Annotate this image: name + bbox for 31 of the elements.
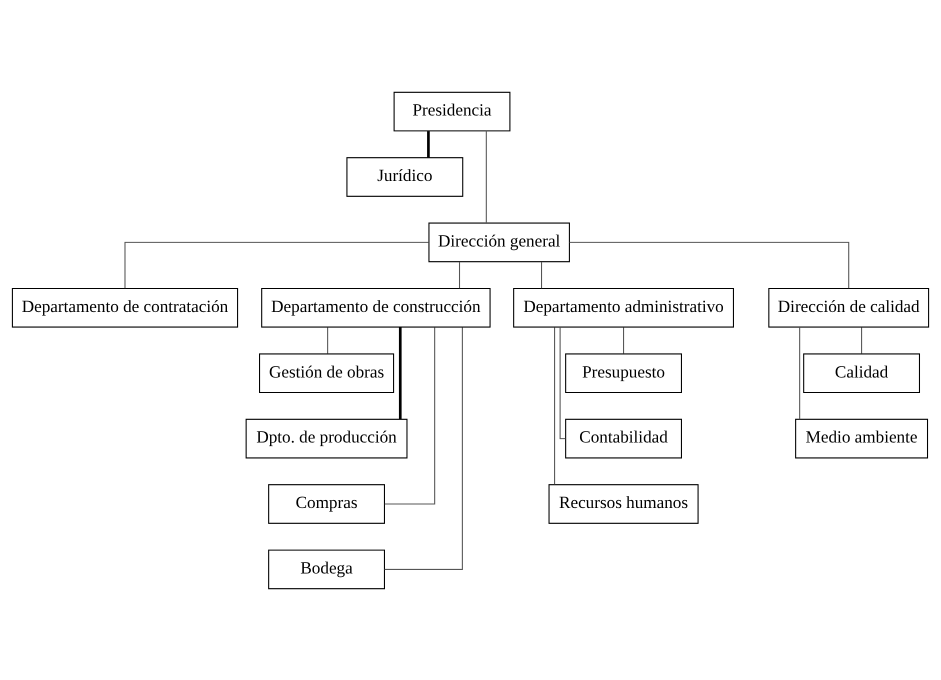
node-box: Compras <box>268 484 385 524</box>
connector <box>623 326 624 354</box>
node-box: Dpto. de producción <box>246 418 408 458</box>
connector <box>458 262 460 288</box>
node-box: Recursos humanos <box>548 484 699 524</box>
connector <box>541 262 542 288</box>
node-box: Dirección de calidad <box>768 287 930 328</box>
node-box: Departamento de contratación <box>12 287 238 328</box>
connector <box>327 326 328 354</box>
connector <box>799 326 800 419</box>
node-box: Contabilidad <box>565 418 682 458</box>
node-box: Presidencia <box>394 91 510 131</box>
node-box: Gestión de obras <box>259 352 394 393</box>
connector <box>486 130 487 222</box>
connector <box>570 241 850 288</box>
connector <box>124 241 429 288</box>
connector <box>384 326 463 570</box>
connector <box>384 326 436 504</box>
node-box: Departamento administrativo <box>513 287 734 328</box>
node-box: Departamento de construcción <box>261 287 491 328</box>
node-box: Jurídico <box>346 156 464 196</box>
node-box: Calidad <box>803 352 920 393</box>
connector <box>427 130 430 157</box>
connector <box>398 326 402 419</box>
connector <box>554 326 556 484</box>
connector <box>560 326 566 439</box>
connector <box>861 326 862 354</box>
node-box: Dirección general <box>428 222 570 262</box>
node-box: Medio ambiente <box>795 418 928 458</box>
node-box: Bodega <box>268 549 385 589</box>
node-box: Presupuesto <box>565 352 682 393</box>
